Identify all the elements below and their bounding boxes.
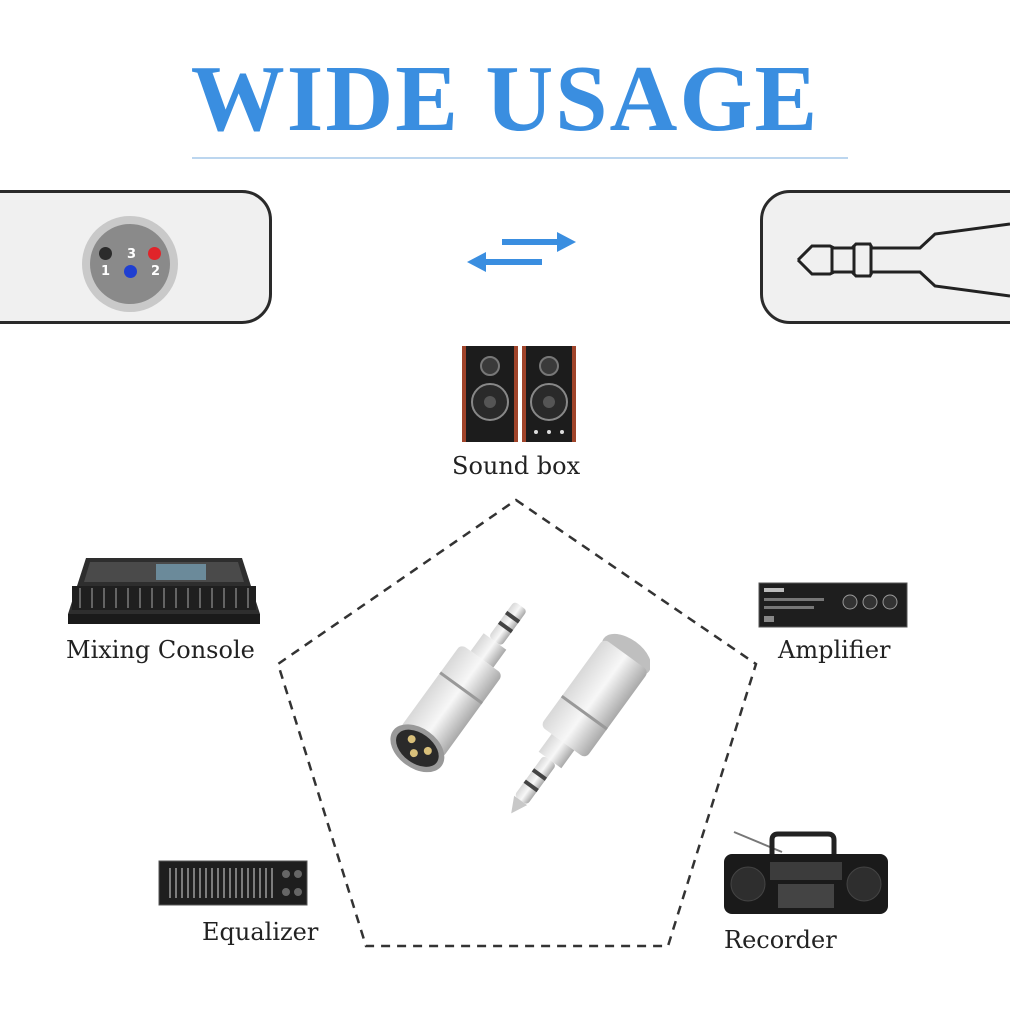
sound-box-icon	[462, 346, 576, 442]
xlr-connector-icon: 1 3 2	[82, 216, 178, 312]
mixing-console-label: Mixing Console	[66, 636, 255, 664]
bidirectional-arrows-icon	[467, 232, 576, 272]
mixing-console-icon	[68, 558, 260, 624]
equalizer-label: Equalizer	[202, 918, 319, 946]
trs-jack-icon	[796, 222, 1010, 298]
title-underline	[192, 157, 848, 159]
xlr-pin-2-number: 2	[151, 264, 161, 279]
xlr-pin-1-dot	[99, 247, 112, 260]
amplifier-icon	[758, 582, 908, 628]
amplifier-label: Amplifier	[778, 636, 891, 664]
recorder-icon	[724, 831, 888, 914]
xlr-pin-2-dot	[124, 265, 137, 278]
page-title: WIDE USAGE	[190, 47, 820, 151]
xlr-pin-1-number: 1	[101, 264, 111, 279]
xlr-pin-3-number: 3	[127, 247, 137, 262]
equalizer-icon	[158, 860, 308, 906]
xlr-to-jack-adapters-image	[390, 602, 650, 814]
recorder-label: Recorder	[724, 926, 837, 954]
sound-box-label: Sound box	[452, 452, 581, 480]
xlr-pin-3-dot	[148, 247, 161, 260]
